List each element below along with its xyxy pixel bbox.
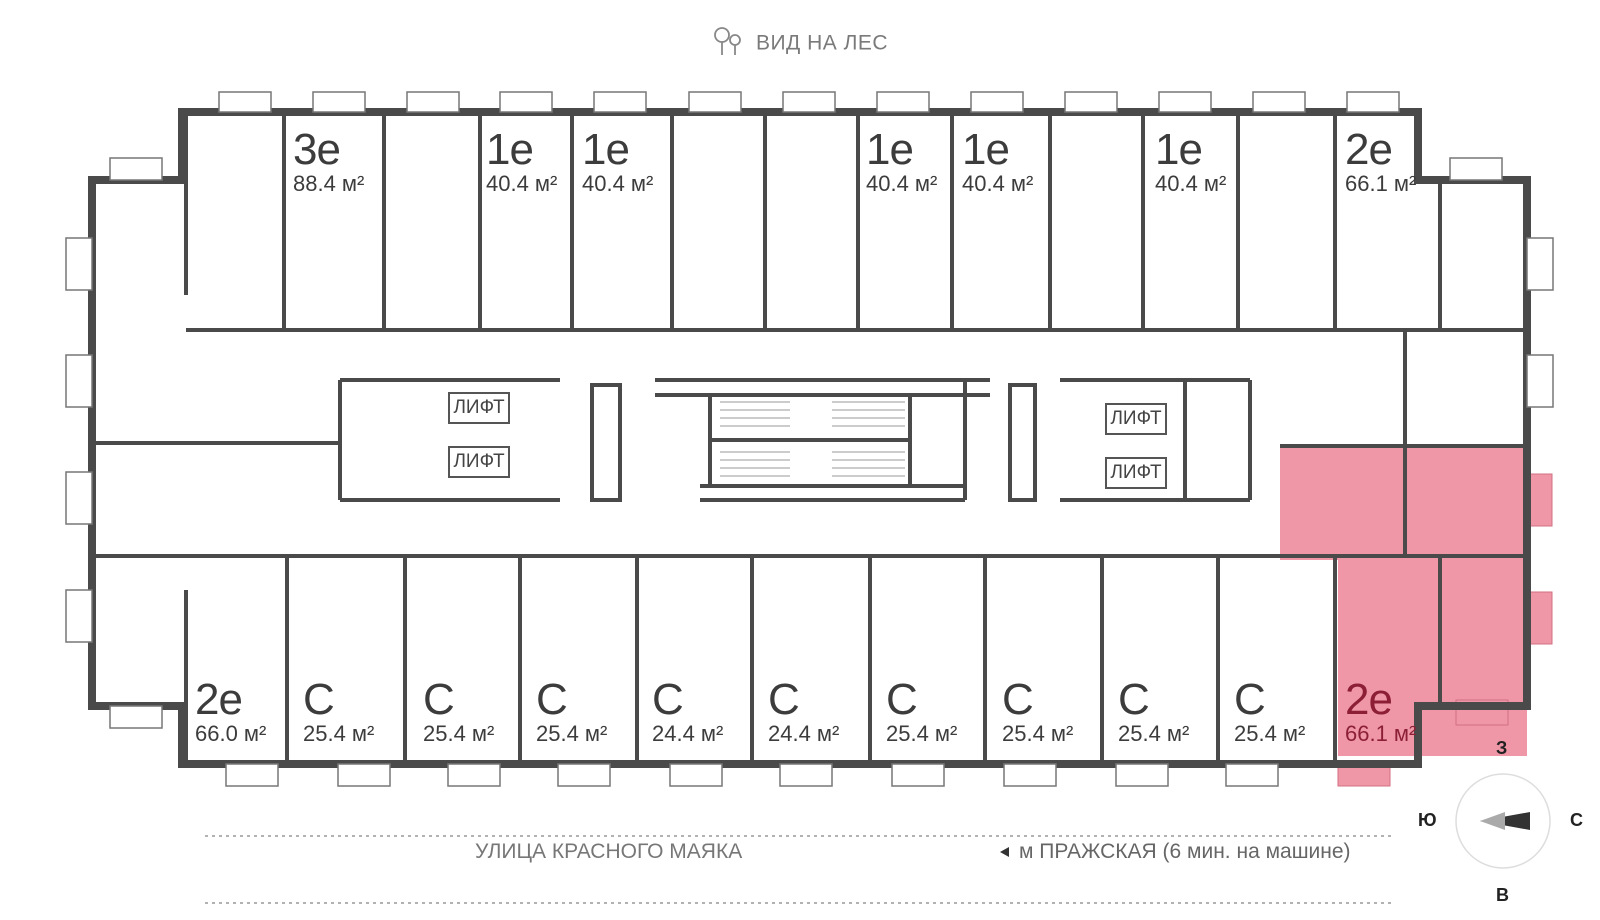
apartment-area: 40.4 м² xyxy=(1155,171,1227,196)
apartment-area: 88.4 м² xyxy=(293,171,365,196)
selected-apartment-highlight[interactable] xyxy=(1280,446,1527,756)
compass-west: З xyxy=(1496,738,1508,758)
apartment-area: 25.4 м² xyxy=(536,721,608,746)
apartment-area: 24.4 м² xyxy=(768,721,840,746)
apartment-type: 1е xyxy=(1155,125,1203,174)
apartment-area: 25.4 м² xyxy=(1234,721,1306,746)
metro-arrow-icon xyxy=(1000,847,1009,858)
apartment-area: 66.1 м² xyxy=(1345,721,1417,746)
apartment-area: 24.4 м² xyxy=(652,721,724,746)
apartment-area: 40.4 м² xyxy=(582,171,654,196)
tree-icon xyxy=(712,26,746,62)
metro-info: м ПРАЖСКАЯ (6 мин. на машине) xyxy=(1000,840,1351,864)
apartment-area: 25.4 м² xyxy=(1118,721,1190,746)
view-label-text: ВИД НА ЛЕС xyxy=(755,31,889,55)
exterior-walls xyxy=(88,108,1531,768)
lift-label: ЛИФТ xyxy=(1105,403,1167,435)
apartment-type: 2е xyxy=(1345,675,1393,724)
apartment-type: С xyxy=(1002,675,1034,724)
apartment-type: С xyxy=(652,675,684,724)
apartment-type: 1е xyxy=(582,125,630,174)
apartment-area: 25.4 м² xyxy=(1002,721,1074,746)
apartment-type: С xyxy=(536,675,568,724)
stairs xyxy=(720,401,905,477)
apartment-type: 1е xyxy=(866,125,914,174)
compass-south: Ю xyxy=(1418,810,1437,830)
apartment-type: С xyxy=(886,675,918,724)
windows xyxy=(65,91,1554,787)
compass-east: В xyxy=(1496,885,1509,905)
apartment-area: 40.4 м² xyxy=(866,171,938,196)
apartment-area: 40.4 м² xyxy=(486,171,558,196)
apartment-type: 2е xyxy=(1345,125,1393,174)
apartment-type: С xyxy=(768,675,800,724)
lift-label: ЛИФТ xyxy=(448,392,510,424)
compass-arrow-tail-icon xyxy=(1480,812,1505,830)
apartment-area: 25.4 м² xyxy=(423,721,495,746)
apartment-type: 1е xyxy=(962,125,1010,174)
apartment-area: 66.1 м² xyxy=(1345,171,1417,196)
apartment-type: 3е xyxy=(293,125,341,174)
compass-circle xyxy=(1455,773,1551,869)
metro-text: м ПРАЖСКАЯ (6 мин. на машине) xyxy=(1019,840,1351,863)
street-name: УЛИЦА КРАСНОГО МАЯКА xyxy=(475,840,743,863)
apartment-area: 66.0 м² xyxy=(195,721,267,746)
lift-label: ЛИФТ xyxy=(448,446,510,478)
apartment-type: С xyxy=(1118,675,1150,724)
compass-north: С xyxy=(1570,810,1583,830)
apartment-type: С xyxy=(303,675,335,724)
apartment-area: 25.4 м² xyxy=(303,721,375,746)
lift-label: ЛИФТ xyxy=(1105,457,1167,489)
apartment-area: 25.4 м² xyxy=(886,721,958,746)
apartment-type: С xyxy=(423,675,455,724)
apartment-area: 40.4 м² xyxy=(962,171,1034,196)
selected-apartment-window xyxy=(1526,473,1553,527)
interior-walls xyxy=(92,112,1527,764)
apartment-type: 1е xyxy=(486,125,534,174)
apartment-type: 2е xyxy=(195,675,243,724)
view-label: ВИД НА ЛЕС xyxy=(0,26,1600,62)
apartment-type: С xyxy=(1234,675,1266,724)
selected-apartment-window xyxy=(1526,591,1553,645)
